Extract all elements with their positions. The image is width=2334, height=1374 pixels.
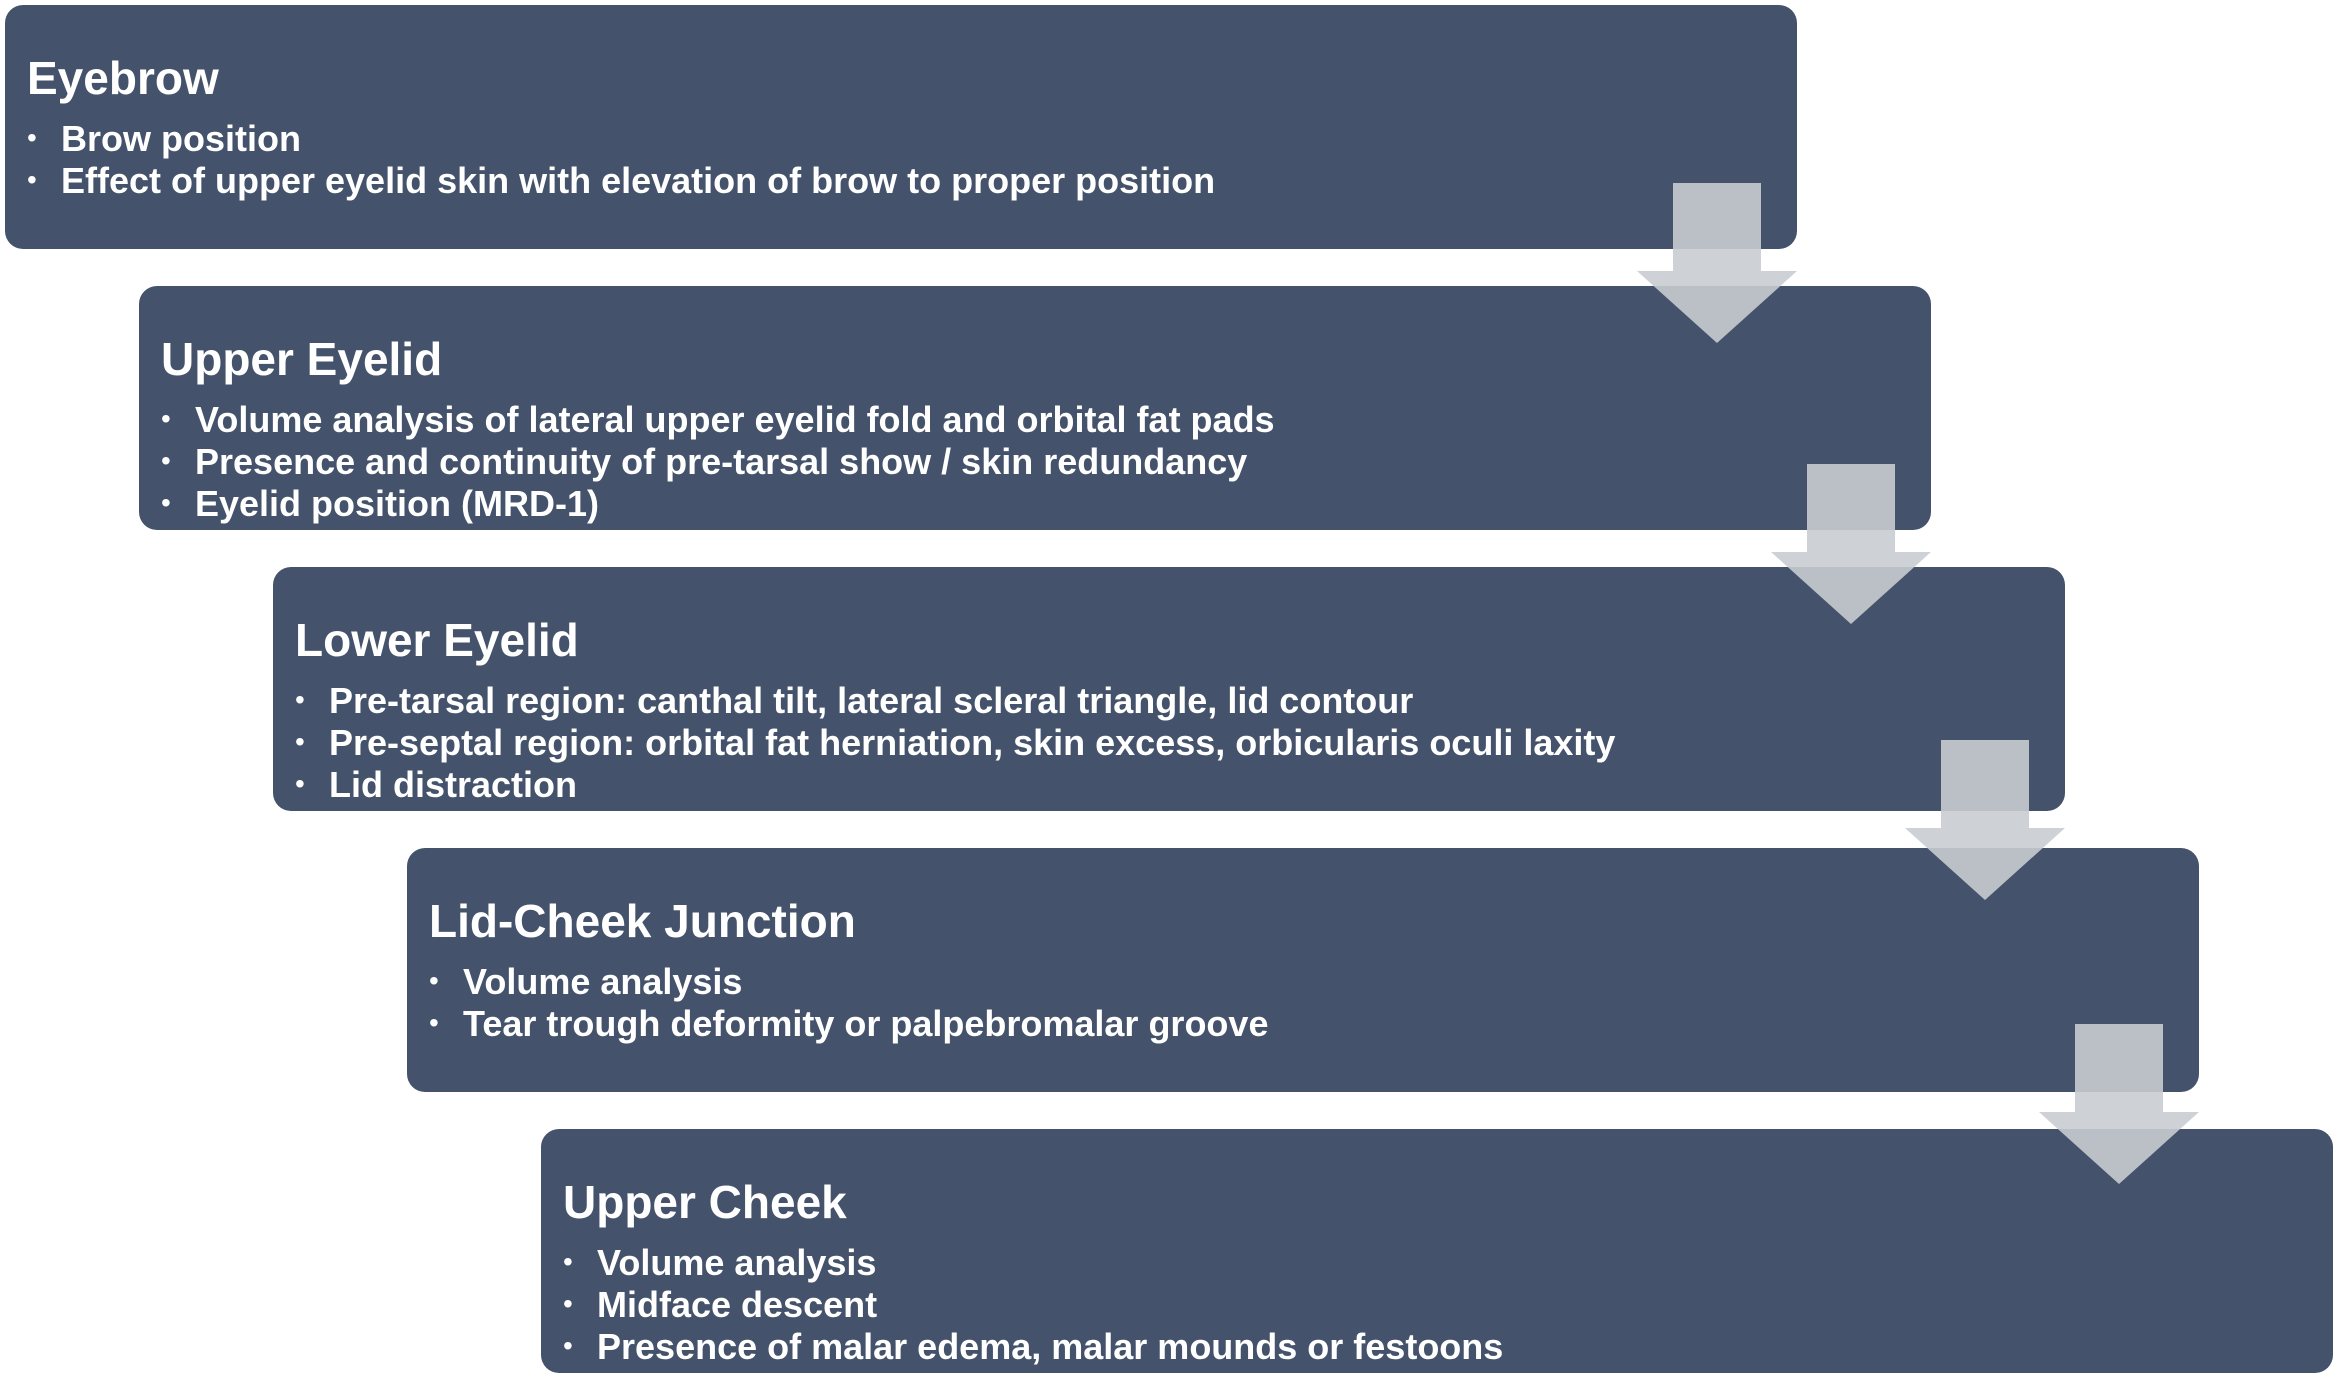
step-item-text: Tear trough deformity or palpebromalar g… xyxy=(463,1003,1269,1044)
step-item: • Pre-septal region: orbital fat herniati… xyxy=(295,721,2043,763)
step-item: • Volume analysis xyxy=(563,1241,2311,1283)
step-title: Upper Cheek xyxy=(563,1176,847,1228)
bullet-icon: • xyxy=(161,445,171,476)
step-item-text: Volume analysis xyxy=(597,1242,877,1283)
step-item-list: • Pre-tarsal region: canthal tilt, latera… xyxy=(295,679,2043,805)
down-arrow-icon xyxy=(2039,1024,2199,1184)
step-item: • Volume analysis xyxy=(429,960,2177,1002)
step-item-text: Pre-tarsal region: canthal tilt, lateral… xyxy=(329,680,1414,721)
step-item-text: Volume analysis xyxy=(463,961,743,1002)
step-box-eyebrow: Eyebrow • Brow position • Effect of upper … xyxy=(5,5,1797,249)
step-item-list: • Volume analysis of lateral upper eyelid… xyxy=(161,398,1909,524)
step-item-list: • Volume analysis • Tear trough deformity … xyxy=(429,960,2177,1044)
step-title: Upper Eyelid xyxy=(161,333,443,385)
step-box-upper-cheek: Upper Cheek • Volume analysis • Midface de… xyxy=(541,1129,2333,1373)
down-arrow-icon xyxy=(1637,183,1797,343)
down-arrow-icon xyxy=(1905,740,2065,900)
bullet-icon: • xyxy=(429,1007,439,1038)
step-box-upper-eyelid: Upper Eyelid • Volume analysis of lateral… xyxy=(139,286,1931,530)
step-item-text: Brow position xyxy=(61,118,301,159)
bullet-icon: • xyxy=(27,122,37,153)
bullet-icon: • xyxy=(429,965,439,996)
step-title: Lower Eyelid xyxy=(295,614,579,666)
step-box-lid-cheek-junction: Lid-Cheek Junction • Volume analysis • Tea… xyxy=(407,848,2199,1092)
step-item-text: Pre-septal region: orbital fat herniatio… xyxy=(329,722,1616,763)
step-item: • Pre-tarsal region: canthal tilt, latera… xyxy=(295,679,2043,721)
bullet-icon: • xyxy=(161,487,171,518)
bullet-icon: • xyxy=(563,1288,573,1319)
step-title: Lid-Cheek Junction xyxy=(429,895,856,947)
bullet-icon: • xyxy=(295,684,305,715)
bullet-icon: • xyxy=(295,726,305,757)
step-item: • Presence and continuity of pre-tarsal s… xyxy=(161,440,1909,482)
step-item-text: Eyelid position (MRD-1) xyxy=(195,483,599,524)
step-item-text: Midface descent xyxy=(597,1284,878,1325)
bullet-icon: • xyxy=(295,768,305,799)
step-item-list: • Volume analysis • Midface descent • Prese… xyxy=(563,1241,2311,1367)
step-item: • Brow position xyxy=(27,117,1775,159)
step-item: • Volume analysis of lateral upper eyelid… xyxy=(161,398,1909,440)
step-item-list: • Brow position • Effect of upper eyelid s… xyxy=(27,117,1775,201)
bullet-icon: • xyxy=(161,403,171,434)
step-item: • Eyelid position (MRD-1) xyxy=(161,482,1909,524)
step-item: • Lid distraction xyxy=(295,763,2043,805)
step-box-lower-eyelid: Lower Eyelid • Pre-tarsal region: canthal… xyxy=(273,567,2065,811)
step-item: • Midface descent xyxy=(563,1283,2311,1325)
step-item-text: Volume analysis of lateral upper eyelid … xyxy=(195,399,1275,440)
bullet-icon: • xyxy=(563,1330,573,1361)
step-title: Eyebrow xyxy=(27,52,219,104)
down-arrow-icon xyxy=(1771,464,1931,624)
step-item: • Presence of malar edema, malar mounds o… xyxy=(563,1325,2311,1367)
bullet-icon: • xyxy=(563,1246,573,1277)
step-item-text: Lid distraction xyxy=(329,764,578,805)
step-item-text: Presence of malar edema, malar mounds or… xyxy=(597,1326,1504,1367)
step-item-text: Effect of upper eyelid skin with elevati… xyxy=(61,160,1216,201)
step-item: • Effect of upper eyelid skin with elevat… xyxy=(27,159,1775,201)
step-item-text: Presence and continuity of pre-tarsal sh… xyxy=(195,441,1248,482)
step-item: • Tear trough deformity or palpebromalar … xyxy=(429,1002,2177,1044)
bullet-icon: • xyxy=(27,164,37,195)
